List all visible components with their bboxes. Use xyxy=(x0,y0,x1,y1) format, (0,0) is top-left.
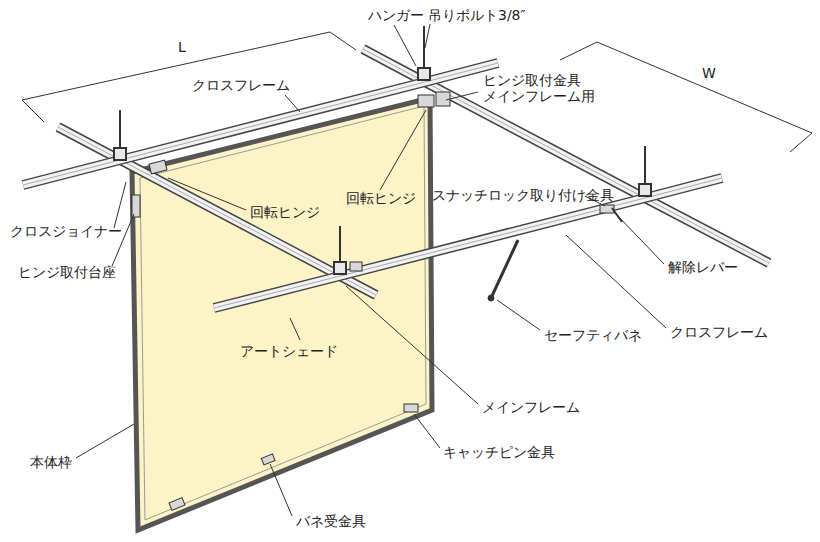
part-label: スナッチロック取り付け金具 xyxy=(432,187,614,203)
hardware xyxy=(132,92,614,510)
label-anchor: クロスフレーム xyxy=(192,76,290,94)
part-label: ヒンジ取付金具 メインフレーム用 xyxy=(483,72,595,104)
part-label: アートシェード xyxy=(240,343,338,359)
part-label: W xyxy=(702,65,716,81)
label-anchor: バネ受金具 xyxy=(296,512,366,530)
panel-inner-edge xyxy=(140,106,426,520)
label-anchor: スナッチロック取り付け金具 xyxy=(432,186,614,204)
part-label: バネ受金具 xyxy=(296,513,366,529)
part-label: 回転ヒンジ xyxy=(346,190,416,206)
label-anchor: L xyxy=(178,38,186,56)
leader-lines xyxy=(76,24,666,516)
part-label: クロスフレーム xyxy=(670,324,768,340)
part-label: 解除レバー xyxy=(668,259,738,275)
part-label: クロスジョイナー xyxy=(10,223,122,239)
part-label: クロスフレーム xyxy=(192,77,290,93)
part-label: ヒンジ取付台座 xyxy=(18,264,116,280)
label-anchor: クロスジョイナー xyxy=(10,222,122,240)
part-label: メインフレーム xyxy=(482,399,580,415)
frame-rails xyxy=(23,49,769,308)
label-anchor: ヒンジ取付台座 xyxy=(18,263,116,281)
hangers xyxy=(114,26,651,274)
label-anchor: 解除レバー xyxy=(668,258,738,276)
label-anchor: メインフレーム xyxy=(482,398,580,416)
label-anchor: ハンガー xyxy=(368,6,424,24)
label-anchor: ヒンジ取付金具 メインフレーム用 xyxy=(483,72,595,105)
part-label: 回転ヒンジ xyxy=(250,204,320,220)
label-anchor: クロスフレーム xyxy=(670,323,768,341)
label-anchor: W xyxy=(702,64,716,82)
part-label: セーフティバネ xyxy=(544,327,642,343)
part-label: 吊りボルト3/8″ xyxy=(428,7,526,23)
part-label: ハンガー xyxy=(368,7,424,23)
spring-lever xyxy=(488,208,622,301)
part-label: キャッチピン金具 xyxy=(443,444,555,460)
label-anchor: 回転ヒンジ xyxy=(250,203,320,221)
art-shade-panel xyxy=(132,98,432,530)
label-anchor: 回転ヒンジ xyxy=(346,189,416,207)
label-anchor: セーフティバネ xyxy=(544,326,642,344)
label-anchor: 本体枠 xyxy=(30,453,72,471)
label-anchor: アートシェード xyxy=(240,342,338,360)
part-label: L xyxy=(178,39,186,55)
label-anchor: キャッチピン金具 xyxy=(443,443,555,461)
label-anchor: 吊りボルト3/8″ xyxy=(428,6,526,24)
part-label: 本体枠 xyxy=(30,454,72,470)
